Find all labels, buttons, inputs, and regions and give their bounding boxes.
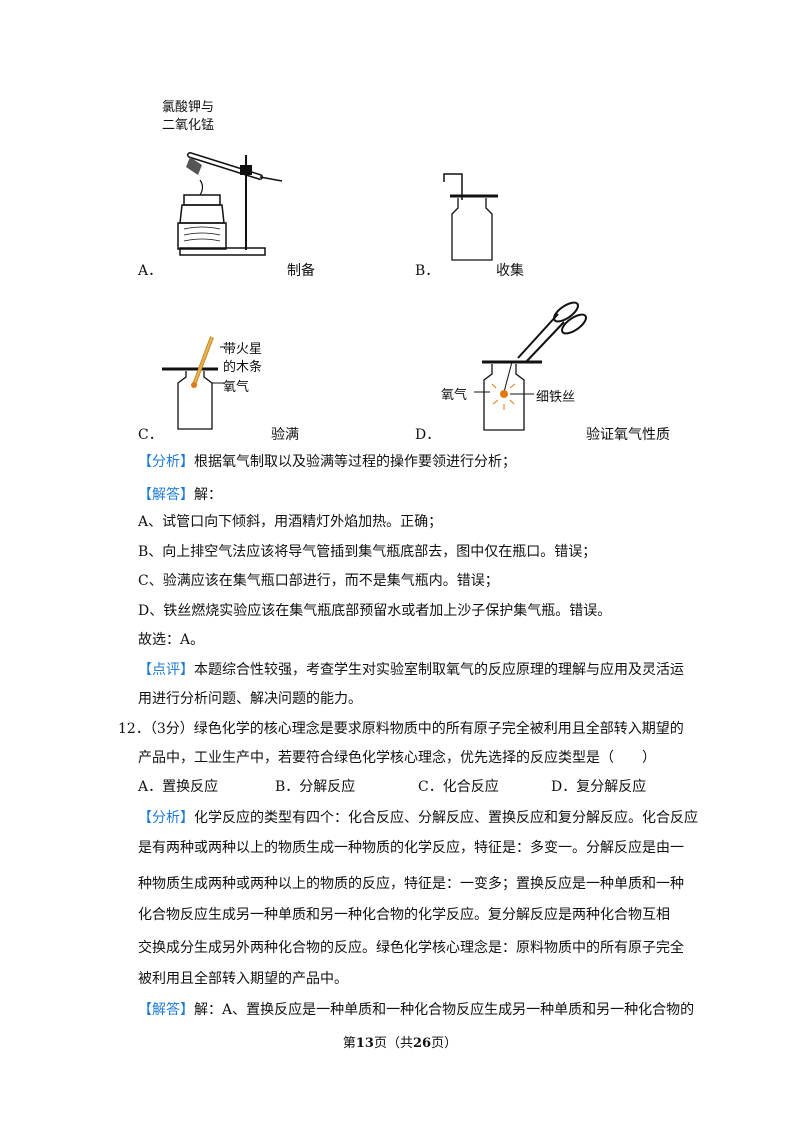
q12-option-b: B．分解反应 <box>275 779 356 795</box>
comment-tag: 【点评】 <box>138 662 194 678</box>
figure-c-caption: 验满 <box>271 427 299 443</box>
analysis-tag: 【分析】 <box>138 810 194 826</box>
answer-head: 解： <box>194 487 222 503</box>
analysis-tag: 【分析】 <box>138 454 194 470</box>
q12-option-d: D．复分解反应 <box>551 779 647 795</box>
answer-tag: 【解答】 <box>138 1002 194 1018</box>
figure-c-label-1: 带火星 <box>223 342 263 357</box>
q11-answer-line-c: C、验满应该在集气瓶口部进行，而不是集气瓶内。错误； <box>138 573 499 589</box>
figure-a-label-2: 二氧化锰 <box>162 118 215 133</box>
q12-analysis: 【分析】化学反应的类型有四个：化合反应、分解反应、置换反应和复分解反应。化合反应 <box>138 808 698 828</box>
apparatus-a-drawing <box>177 152 283 256</box>
answer-tag: 【解答】 <box>138 487 194 503</box>
footer-total-pages: 26 <box>413 1036 432 1051</box>
answer-text: 解：A、置换反应是一种单质和一种化合物反应生成另一种单质和另一种化合物的 <box>194 1002 695 1018</box>
q12-option-a: A．置换反应 <box>138 779 219 795</box>
analysis-text: 根据氧气制取以及验满等过程的操作要领进行分析； <box>194 454 516 470</box>
figure-a-preparation <box>160 95 290 265</box>
q12-option-c: C．化合反应 <box>418 779 499 795</box>
q11-analysis: 【分析】根据氧气制取以及验满等过程的操作要领进行分析； <box>138 452 516 472</box>
q12-stem: 12．（3分）绿色化学的核心理念是要求原料物质中的所有原子完全被利用且全部转入期… <box>118 719 684 739</box>
footer-mid: 页（共 <box>373 1036 413 1051</box>
figure-c-checking <box>160 335 280 435</box>
q11-answer-line-a: A、试管口向下倾斜，用酒精灯外焰加热。正确； <box>138 514 443 530</box>
q11-comment: 【点评】本题综合性较强，考查学生对实验室制取氧气的反应原理的理解与应用及灵活运 <box>138 660 684 680</box>
q12-answer: 【解答】解：A、置换反应是一种单质和一种化合物反应生成另一种单质和另一种化合物的 <box>138 1000 694 1020</box>
figure-b-letter: B． <box>415 263 440 279</box>
footer-post: 页） <box>431 1036 458 1051</box>
footer-pre: 第 <box>342 1036 356 1051</box>
q11-answer: 【解答】解： <box>138 485 222 505</box>
figure-d-label-2: 细铁丝 <box>536 390 576 405</box>
figure-c-letter: C． <box>138 427 163 443</box>
bottle-c-drawing <box>162 336 232 430</box>
figure-c-label-2: 的木条 <box>223 360 263 375</box>
analysis-text: 化学反应的类型有四个：化合反应、分解反应、置换反应和复分解反应。化合反应 <box>194 810 698 826</box>
q12-number: 12． <box>118 721 150 737</box>
q12-analysis-line-2: 是有两种或两种以上的物质生成一种物质的化学反应，特征是：多变一。分解反应是由一 <box>138 840 684 856</box>
footer-page-number: 13 <box>355 1036 374 1051</box>
q11-answer-line-b: B、向上排空气法应该将导气管插到集气瓶底部去，图中仅在瓶口。错误； <box>138 544 597 560</box>
q12-analysis-line-5: 交换成分生成另外两种化合物的反应。绿色化学核心理念是：原料物质中的所有原子完全 <box>138 940 684 956</box>
q12-analysis-line-4: 化合物反应生成另一种单质和另一种化合物的化学反应。复分解反应是两种化合物互相 <box>138 907 670 923</box>
figure-d-iron-wire <box>430 300 590 435</box>
q12-analysis-line-6: 被利用且全部转入期望的产品中。 <box>138 971 348 987</box>
figure-b-caption: 收集 <box>496 263 524 279</box>
q11-answer-line-d: D、铁丝燃烧实验应该在集气瓶底部预留水或者加上沙子保护集气瓶。错误。 <box>138 603 612 619</box>
page-footer: 第13页（共26页） <box>0 1032 800 1051</box>
figure-d-label-1: 氧气 <box>441 388 468 403</box>
q11-comment-cont: 用进行分析问题、解决问题的能力。 <box>138 691 362 707</box>
q11-final-choice: 故选：A。 <box>138 632 205 648</box>
figure-a-caption: 制备 <box>287 263 315 279</box>
figure-d-caption: 验证氧气性质 <box>586 427 670 443</box>
comment-text: 本题综合性较强，考查学生对实验室制取氧气的反应原理的理解与应用及灵活运 <box>194 662 684 678</box>
q12-stem-cont: 产品中，工业生产中，若要符合绿色化学核心理念，优先选择的反应类型是（ ） <box>138 750 656 766</box>
q12-stem-text: （3分）绿色化学的核心理念是要求原料物质中的所有原子完全被利用且全部转入期望的 <box>149 721 684 737</box>
figure-c-label-3: 氧气 <box>223 380 250 395</box>
figure-a-label-1: 氯酸钾与 <box>162 100 215 115</box>
figure-b-collection <box>440 170 500 265</box>
figure-d-letter: D． <box>415 427 441 443</box>
bottle-b-drawing <box>443 173 498 261</box>
q12-analysis-line-3: 种物质生成两种或两种以上的物质的反应，特征是：一变多；置换反应是一种单质和一种 <box>138 876 684 892</box>
bottle-d-drawing <box>474 301 587 431</box>
figure-a-letter: A． <box>138 263 163 279</box>
